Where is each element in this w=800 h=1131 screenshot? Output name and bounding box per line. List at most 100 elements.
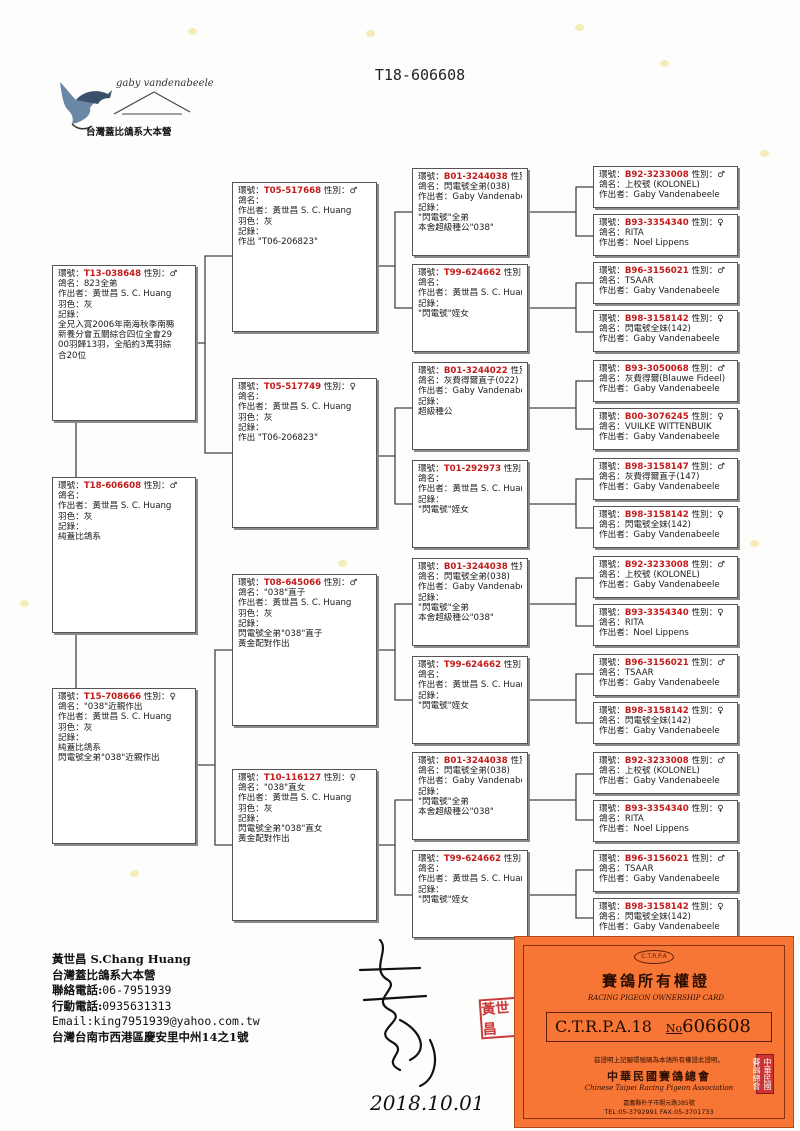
info-label: 作出者 bbox=[599, 286, 625, 297]
ring-number: B92-3233008 bbox=[624, 170, 689, 180]
info-row: 鴿名：閃電號全妹(142) bbox=[599, 324, 691, 335]
info-row: 作出者：黃世昌 S. C. Huang bbox=[58, 501, 172, 512]
info-value: 黃世昌 S. C. Huang bbox=[272, 402, 352, 413]
info-row: 鴿名：823全弟 bbox=[58, 279, 118, 290]
record-note: 閃電號全弟"038"直子 bbox=[238, 629, 323, 640]
sex-symbol: ♂ bbox=[717, 170, 726, 180]
info-value: 灰 bbox=[83, 299, 93, 310]
ring-label: 環號 bbox=[599, 608, 617, 618]
document-title: T18-606608 bbox=[374, 66, 466, 84]
sex-label: 性別 bbox=[143, 692, 162, 702]
info-row: 鴿名：TSAAR bbox=[599, 864, 654, 875]
record-note: 本舍超級種公"038" bbox=[418, 613, 494, 624]
info-value: TSAAR bbox=[624, 276, 654, 287]
ring-number: T08-645066 bbox=[263, 578, 322, 588]
info-label: 作出者 bbox=[418, 288, 444, 299]
sex-symbol: ♀ bbox=[717, 412, 724, 422]
pedigree-box-g1: 環號：T18-606608 性別：♂鴿名：作出者：黃世昌 S. C. Huang… bbox=[52, 477, 196, 633]
info-row: 鴿名："038"直子 bbox=[238, 588, 306, 599]
info-label: 作出者 bbox=[238, 206, 264, 217]
ring-row: 環號：B96-3156021 性別：♂ bbox=[599, 266, 726, 276]
ring-number: B92-3233008 bbox=[624, 756, 689, 766]
ring-number: B96-3156021 bbox=[624, 854, 689, 864]
info-label: 鴿名 bbox=[599, 570, 617, 581]
ring-label: 環號 bbox=[418, 660, 436, 670]
pedigree-box-g3: 環號：T08-645066 性別：♂鴿名："038"直子作出者：黃世昌 S. C… bbox=[232, 574, 377, 726]
info-label: 羽色 bbox=[58, 299, 76, 310]
ring-number: T01-292973 bbox=[443, 464, 502, 474]
info-value: Gaby Vandenabeele bbox=[633, 874, 720, 885]
info-row: 鴿名： bbox=[238, 392, 264, 403]
info-label: 鴿名 bbox=[599, 814, 617, 825]
info-label: 記錄 bbox=[238, 226, 256, 237]
record-note: "閃電號"姪女 bbox=[418, 308, 469, 319]
info-label: 鴿名 bbox=[599, 276, 617, 287]
ring-label: 環號 bbox=[599, 218, 617, 228]
info-row: 鴿名：上校號 (KOLONEL) bbox=[599, 766, 700, 777]
info-value: 灰 bbox=[83, 511, 93, 522]
info-value: "038"直女 bbox=[263, 783, 306, 794]
sex-symbol: ♀ bbox=[717, 902, 724, 912]
info-row: 記錄： bbox=[238, 226, 264, 237]
sex-label: 性別 bbox=[691, 756, 709, 766]
info-label: 鴿名 bbox=[238, 392, 256, 403]
info-row: 作出者：Gaby Vandenabeele bbox=[599, 190, 720, 201]
info-label: 記錄 bbox=[418, 690, 436, 701]
info-label: 鴿名 bbox=[599, 766, 617, 777]
info-row: 鴿名：閃電號全妹(142) bbox=[599, 520, 691, 531]
record-note: 閃電號全弟"038"直女 bbox=[238, 824, 323, 835]
ring-number: B93-3354340 bbox=[624, 218, 689, 228]
info-label: 羽色 bbox=[238, 608, 256, 619]
info-value: Gaby Vandenabeele bbox=[633, 190, 720, 201]
record-note: "閃電號"全弟 bbox=[418, 602, 469, 613]
info-label: 鴿名 bbox=[58, 279, 76, 290]
info-row: 作出者：Gaby Vandenabeele bbox=[418, 386, 522, 396]
info-value: Gaby Vandenabeele bbox=[452, 582, 522, 593]
ring-label: 環號 bbox=[599, 902, 617, 912]
info-label: 鴿名 bbox=[418, 474, 436, 485]
record-note: 純蓋比鴿系 bbox=[58, 743, 101, 754]
pedigree-box-g3: 環號：T05-517749 性別：♀鴿名：作出者：黃世昌 S. C. Huang… bbox=[232, 378, 377, 528]
ring-label: 環號 bbox=[418, 854, 436, 864]
card-certification: 茲證明上記腳環號碼為本鴿所有權證此證明。 bbox=[594, 1056, 724, 1064]
info-row: 記錄： bbox=[418, 202, 444, 213]
info-row: 鴿名：TSAAR bbox=[599, 668, 654, 679]
info-label: 記錄 bbox=[238, 813, 256, 824]
paper-speck bbox=[130, 870, 139, 877]
info-row: 記錄： bbox=[58, 732, 84, 743]
ring-label: 環號 bbox=[599, 462, 617, 472]
ring-label: 環號 bbox=[418, 268, 436, 278]
ring-number: T18-606608 bbox=[83, 481, 142, 491]
info-label: 鴿名 bbox=[599, 618, 617, 629]
info-value: Gaby Vandenabeele bbox=[452, 386, 522, 397]
sex-label: 性別 bbox=[503, 464, 522, 474]
info-value: 灰 bbox=[83, 722, 93, 733]
info-label: 鴿名 bbox=[418, 278, 436, 289]
sex-symbol: ♀ bbox=[717, 314, 724, 324]
sex-label: 性別 bbox=[510, 172, 522, 182]
info-row: 作出者：黃世昌 S. C. Huang bbox=[418, 288, 522, 298]
info-label: 作出者 bbox=[599, 726, 625, 737]
info-row: 作出者：Gaby Vandenabeele bbox=[418, 582, 522, 592]
info-row: 鴿名：RITA bbox=[599, 814, 644, 825]
sex-label: 性別 bbox=[143, 481, 162, 491]
ring-number: T10-116127 bbox=[263, 773, 322, 783]
info-label: 作出者 bbox=[599, 874, 625, 885]
info-label: 鴿名 bbox=[418, 572, 436, 583]
sex-label: 性別 bbox=[510, 756, 522, 766]
info-value: 灰費得爾直子(022) bbox=[443, 376, 519, 387]
phone-line: 聯絡電話:06-7951939 bbox=[52, 983, 172, 998]
sex-label: 性別 bbox=[503, 854, 522, 864]
pedigree-box-g4: 環號：B01-3244022 性別：♂鴿名：灰費得爾直子(022)作出者：Gab… bbox=[412, 362, 528, 450]
sex-symbol: ♂ bbox=[717, 266, 726, 276]
record-note: 純蓋比鴿系 bbox=[58, 532, 101, 543]
ring-row: 環號：B92-3233008 性別：♂ bbox=[599, 756, 726, 766]
ring-row: 環號：B98-3158142 性別：♀ bbox=[599, 706, 724, 716]
record-note: 超級種公 bbox=[418, 406, 453, 417]
ring-label: 環號 bbox=[238, 578, 256, 588]
info-value: 閃電號全妹(142) bbox=[624, 324, 691, 335]
ring-label: 環號 bbox=[599, 266, 617, 276]
info-value: 黃世昌 S. C. Huang bbox=[92, 289, 172, 300]
